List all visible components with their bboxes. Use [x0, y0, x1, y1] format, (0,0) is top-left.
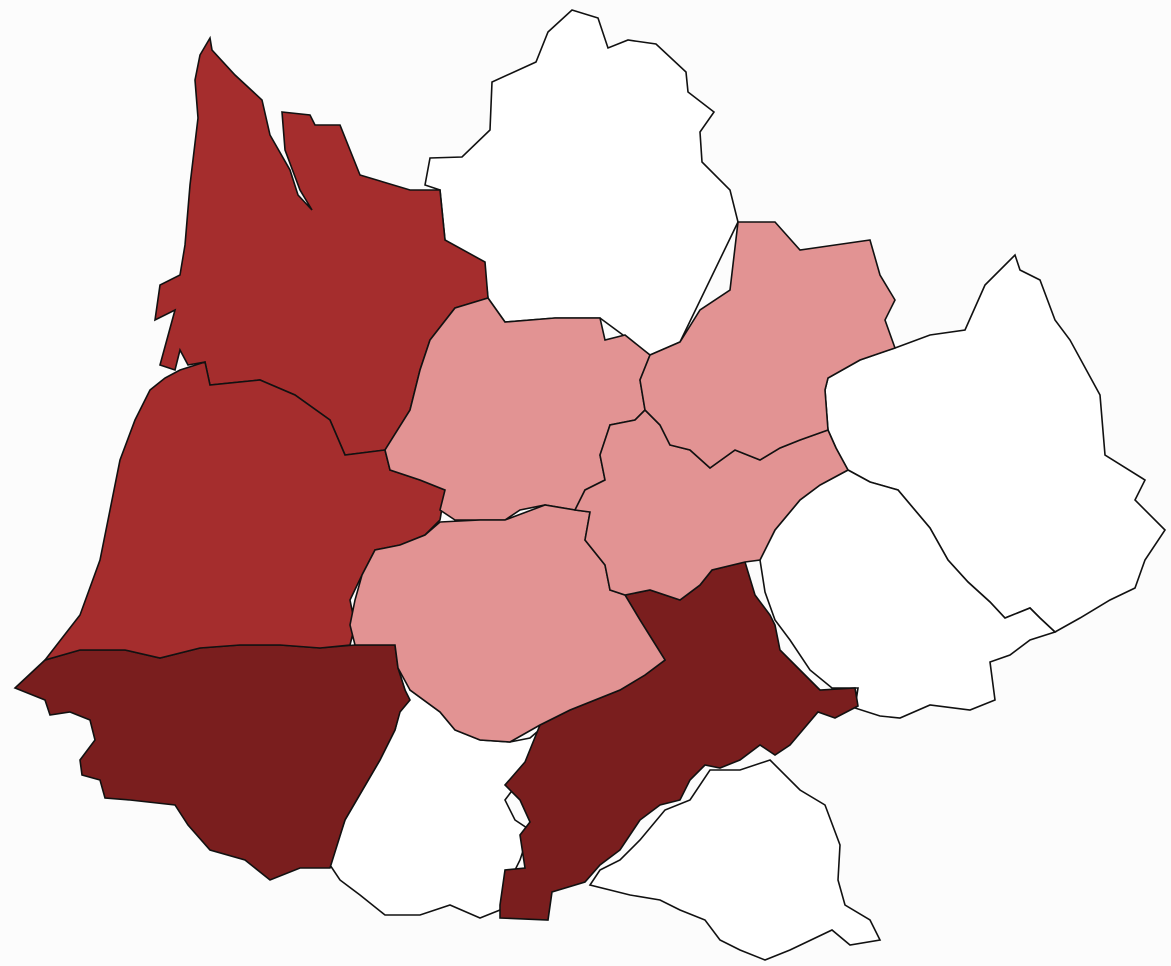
region-se	[588, 759, 882, 961]
region-s	[499, 561, 859, 921]
region-ne1	[639, 221, 897, 470]
region-e2	[759, 469, 1057, 719]
